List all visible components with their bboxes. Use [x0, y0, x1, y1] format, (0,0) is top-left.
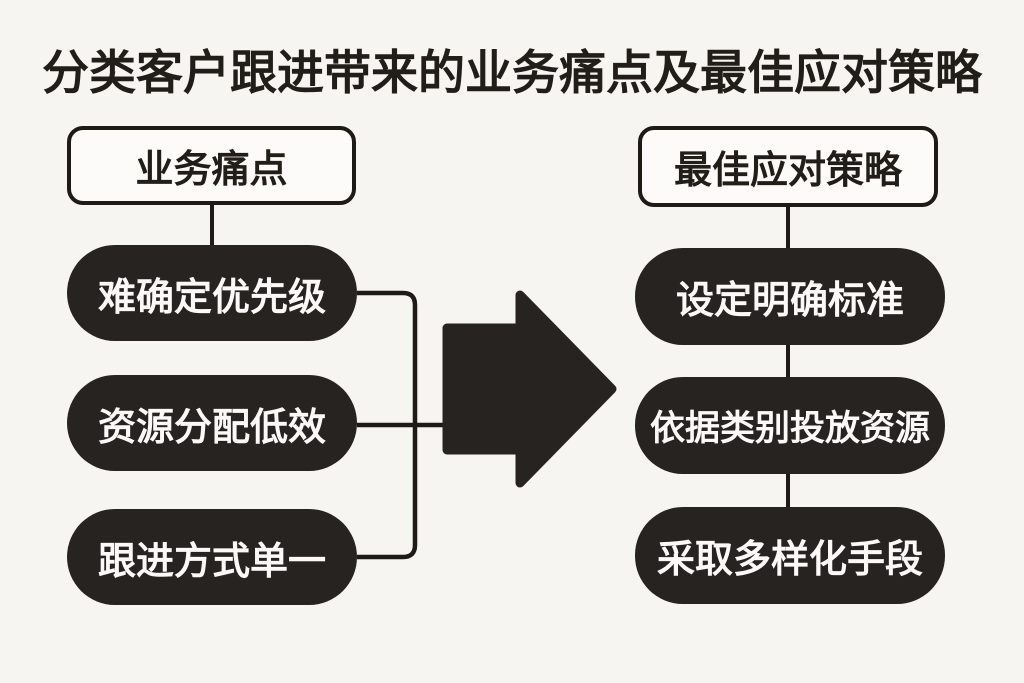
right-header-label: 最佳应对策略: [673, 150, 902, 192]
right-arrow-icon: [442, 290, 617, 488]
connector-right-header-stem: [786, 205, 790, 250]
strategy-label-3: 采取多样化手段: [656, 539, 923, 581]
pain-point-item-3: 跟进方式单一: [67, 509, 357, 605]
page-title: 分类客户跟进带来的业务痛点及最佳应对策略: [42, 46, 982, 99]
strategy-label-2: 依据类别投放资源: [649, 409, 930, 448]
pain-point-label-3: 跟进方式单一: [97, 540, 326, 583]
left-header-label: 业务痛点: [135, 149, 288, 191]
connector-right-pill2-pill3: [786, 472, 790, 509]
connector-left-header-stem: [210, 203, 214, 247]
bracket-connector: [357, 290, 447, 560]
connector-right-pill1-pill2: [786, 343, 790, 379]
right-column-header: 最佳应对策略: [638, 126, 938, 207]
strategy-item-3: 采取多样化手段: [635, 507, 945, 604]
strategy-item-1: 设定明确标准: [635, 248, 945, 345]
left-column-header: 业务痛点: [67, 126, 356, 205]
strategy-label-1: 设定明确标准: [675, 280, 904, 322]
pain-point-item-1: 难确定优先级: [67, 245, 357, 341]
pain-point-label-2: 资源分配低效: [97, 406, 326, 449]
strategy-item-2: 依据类别投放资源: [635, 377, 945, 474]
pain-point-item-2: 资源分配低效: [67, 375, 357, 471]
pain-point-label-1: 难确定优先级: [97, 276, 326, 319]
